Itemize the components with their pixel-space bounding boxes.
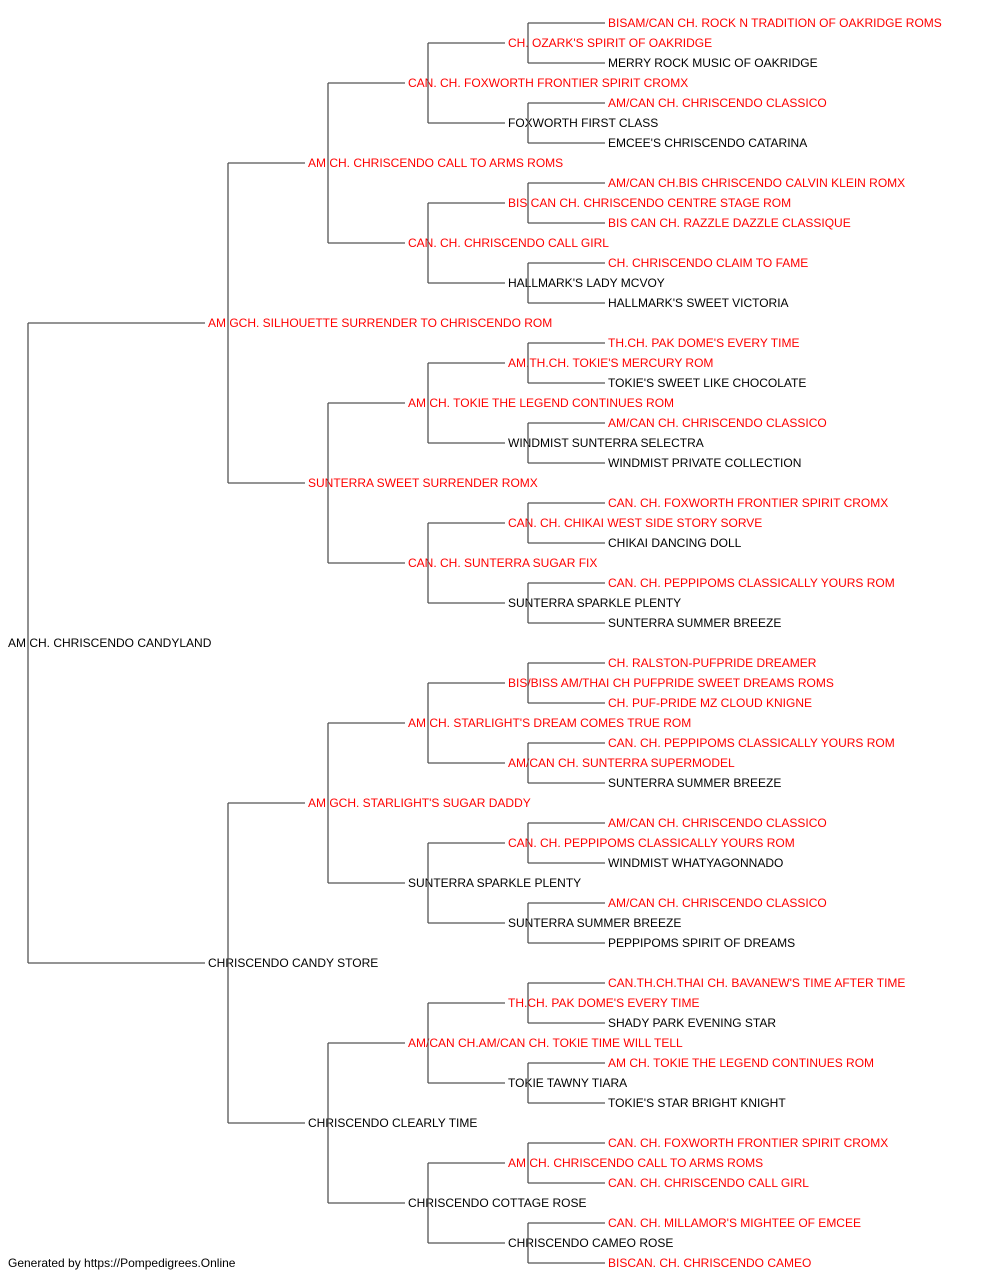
dog-name-root-sire-dam-sire-dam-sire: AM/CAN CH. CHRISCENDO CLASSICO bbox=[608, 416, 827, 430]
dog-name-root-sire-dam-dam-dam-sire: CAN. CH. PEPPIPOMS CLASSICALLY YOURS ROM bbox=[608, 576, 895, 590]
dog-name-root-sire-sire-sire-sire-sire: BISAM/CAN CH. ROCK N TRADITION OF OAKRID… bbox=[608, 16, 942, 30]
dog-name-root-sire-sire-sire-sire-dam: MERRY ROCK MUSIC OF OAKRIDGE bbox=[608, 56, 818, 70]
footer-credit: Generated by https://Pompedigrees.Online bbox=[8, 1256, 236, 1270]
dog-name-root-dam-sire-sire-sire: BIS/BISS AM/THAI CH PUFPRIDE SWEET DREAM… bbox=[508, 676, 834, 690]
dog-name-root-sire-sire-sire-sire: CH. OZARK'S SPIRIT OF OAKRIDGE bbox=[508, 36, 712, 50]
dog-name-root-sire-sire-sire-dam: FOXWORTH FIRST CLASS bbox=[508, 116, 658, 130]
dog-name-root-sire-sire-sire-dam-dam: EMCEE'S CHRISCENDO CATARINA bbox=[608, 136, 807, 150]
dog-name-root-dam-sire-sire-sire-sire: CH. RALSTON-PUFPRIDE DREAMER bbox=[608, 656, 817, 670]
dog-name-root-sire-dam-sire-dam: WINDMIST SUNTERRA SELECTRA bbox=[508, 436, 704, 450]
dog-name-root-dam-dam-dam-dam-dam: BISCAN. CH. CHRISCENDO CAMEO bbox=[608, 1256, 811, 1270]
dog-name-root-sire: AM GCH. SILHOUETTE SURRENDER TO CHRISCEN… bbox=[208, 316, 552, 330]
dog-name-root-sire-dam-dam-sire-dam: CHIKAI DANCING DOLL bbox=[608, 536, 742, 550]
dog-name-root-dam-dam-sire-sire: TH.CH. PAK DOME'S EVERY TIME bbox=[508, 996, 699, 1010]
dog-name-root-sire-dam: SUNTERRA SWEET SURRENDER ROMX bbox=[308, 476, 538, 490]
dog-name-root-dam-sire-dam-dam-dam: PEPPIPOMS SPIRIT OF DREAMS bbox=[608, 936, 795, 950]
dog-name-root-sire-dam-dam-sire: CAN. CH. CHIKAI WEST SIDE STORY SORVE bbox=[508, 516, 762, 530]
dog-name-root-sire-sire-dam: CAN. CH. CHRISCENDO CALL GIRL bbox=[408, 236, 609, 250]
dog-name-root-dam-dam-dam-dam-sire: CAN. CH. MILLAMOR'S MIGHTEE OF EMCEE bbox=[608, 1216, 861, 1230]
dog-name-root-dam-sire-dam-sire-dam: WINDMIST WHATYAGONNADO bbox=[608, 856, 783, 870]
dog-name-root-dam-dam-dam-sire: AM CH. CHRISCENDO CALL TO ARMS ROMS bbox=[508, 1156, 763, 1170]
dog-name-root-dam: CHRISCENDO CANDY STORE bbox=[208, 956, 378, 970]
dog-name-root-dam-sire-sire-dam-dam: SUNTERRA SUMMER BREEZE bbox=[608, 776, 781, 790]
dog-name-root-sire-sire-dam-dam: HALLMARK'S LADY MCVOY bbox=[508, 276, 665, 290]
dog-name-root-dam-dam-sire: AM/CAN CH.AM/CAN CH. TOKIE TIME WILL TEL… bbox=[408, 1036, 683, 1050]
dog-name-root-sire-sire-sire-dam-sire: AM/CAN CH. CHRISCENDO CLASSICO bbox=[608, 96, 827, 110]
dog-name-root-sire-dam-dam-dam-dam: SUNTERRA SUMMER BREEZE bbox=[608, 616, 781, 630]
dog-name-root-dam-dam-sire-sire-dam: SHADY PARK EVENING STAR bbox=[608, 1016, 776, 1030]
dog-name-root-sire-dam-sire-dam-dam: WINDMIST PRIVATE COLLECTION bbox=[608, 456, 801, 470]
dog-name-root-sire-sire-dam-dam-sire: CH. CHRISCENDO CLAIM TO FAME bbox=[608, 256, 808, 270]
dog-name-root-dam-dam-dam: CHRISCENDO COTTAGE ROSE bbox=[408, 1196, 586, 1210]
dog-name-root-dam-dam-sire-sire-sire: CAN.TH.CH.THAI CH. BAVANEW'S TIME AFTER … bbox=[608, 976, 905, 990]
dog-name-root-dam-sire-sire-sire-dam: CH. PUF-PRIDE MZ CLOUD KNIGNE bbox=[608, 696, 812, 710]
dog-name-root-dam-dam-sire-dam-sire: AM CH. TOKIE THE LEGEND CONTINUES ROM bbox=[608, 1056, 874, 1070]
dog-name-root-dam-sire-dam-dam: SUNTERRA SUMMER BREEZE bbox=[508, 916, 681, 930]
dog-name-root-sire-dam-dam: CAN. CH. SUNTERRA SUGAR FIX bbox=[408, 556, 597, 570]
dog-name-root-sire-dam-sire: AM CH. TOKIE THE LEGEND CONTINUES ROM bbox=[408, 396, 674, 410]
dog-name-root-sire-dam-sire-sire-sire: TH.CH. PAK DOME'S EVERY TIME bbox=[608, 336, 799, 350]
dog-name-root-dam-dam-dam-dam: CHRISCENDO CAMEO ROSE bbox=[508, 1236, 673, 1250]
dog-name-root-sire-dam-sire-sire-dam: TOKIE'S SWEET LIKE CHOCOLATE bbox=[608, 376, 806, 390]
dog-name-root-sire-sire: AM CH. CHRISCENDO CALL TO ARMS ROMS bbox=[308, 156, 563, 170]
dog-name-root-dam-dam-sire-dam: TOKIE TAWNY TIARA bbox=[508, 1076, 627, 1090]
dog-name-root-sire-sire-dam-sire-sire: AM/CAN CH.BIS CHRISCENDO CALVIN KLEIN RO… bbox=[608, 176, 905, 190]
dog-name-root-dam-dam-dam-sire-dam: CAN. CH. CHRISCENDO CALL GIRL bbox=[608, 1176, 809, 1190]
dog-name-root-dam-dam: CHRISCENDO CLEARLY TIME bbox=[308, 1116, 477, 1130]
dog-name-root-sire-sire-dam-dam-dam: HALLMARK'S SWEET VICTORIA bbox=[608, 296, 789, 310]
dog-name-root-sire-dam-dam-dam: SUNTERRA SPARKLE PLENTY bbox=[508, 596, 681, 610]
dog-name-root-dam-dam-sire-dam-dam: TOKIE'S STAR BRIGHT KNIGHT bbox=[608, 1096, 786, 1110]
dog-name-root-dam-sire-dam: SUNTERRA SPARKLE PLENTY bbox=[408, 876, 581, 890]
dog-name-root-dam-sire: AM GCH. STARLIGHT'S SUGAR DADDY bbox=[308, 796, 531, 810]
dog-name-root-dam-dam-dam-sire-sire: CAN. CH. FOXWORTH FRONTIER SPIRIT CROMX bbox=[608, 1136, 888, 1150]
dog-name-root-sire-sire-dam-sire-dam: BIS CAN CH. RAZZLE DAZZLE CLASSIQUE bbox=[608, 216, 851, 230]
dog-name-root-dam-sire-sire-dam-sire: CAN. CH. PEPPIPOMS CLASSICALLY YOURS ROM bbox=[608, 736, 895, 750]
dog-name-root-sire-dam-dam-sire-sire: CAN. CH. FOXWORTH FRONTIER SPIRIT CROMX bbox=[608, 496, 888, 510]
dog-name-root-sire-sire-sire: CAN. CH. FOXWORTH FRONTIER SPIRIT CROMX bbox=[408, 76, 688, 90]
dog-name-root-dam-sire-dam-sire-sire: AM/CAN CH. CHRISCENDO CLASSICO bbox=[608, 816, 827, 830]
dog-name-root-dam-sire-sire-dam: AM/CAN CH. SUNTERRA SUPERMODEL bbox=[508, 756, 735, 770]
dog-name-root-dam-sire-dam-sire: CAN. CH. PEPPIPOMS CLASSICALLY YOURS ROM bbox=[508, 836, 795, 850]
dog-name-root-sire-dam-sire-sire: AM.TH.CH. TOKIE'S MERCURY ROM bbox=[508, 356, 713, 370]
dog-name-root-dam-sire-dam-dam-sire: AM/CAN CH. CHRISCENDO CLASSICO bbox=[608, 896, 827, 910]
dog-name-root-dam-sire-sire: AM CH. STARLIGHT'S DREAM COMES TRUE ROM bbox=[408, 716, 691, 730]
dog-name-root: AM CH. CHRISCENDO CANDYLAND bbox=[8, 636, 212, 650]
dog-name-root-sire-sire-dam-sire: BIS CAN CH. CHRISCENDO CENTRE STAGE ROM bbox=[508, 196, 791, 210]
